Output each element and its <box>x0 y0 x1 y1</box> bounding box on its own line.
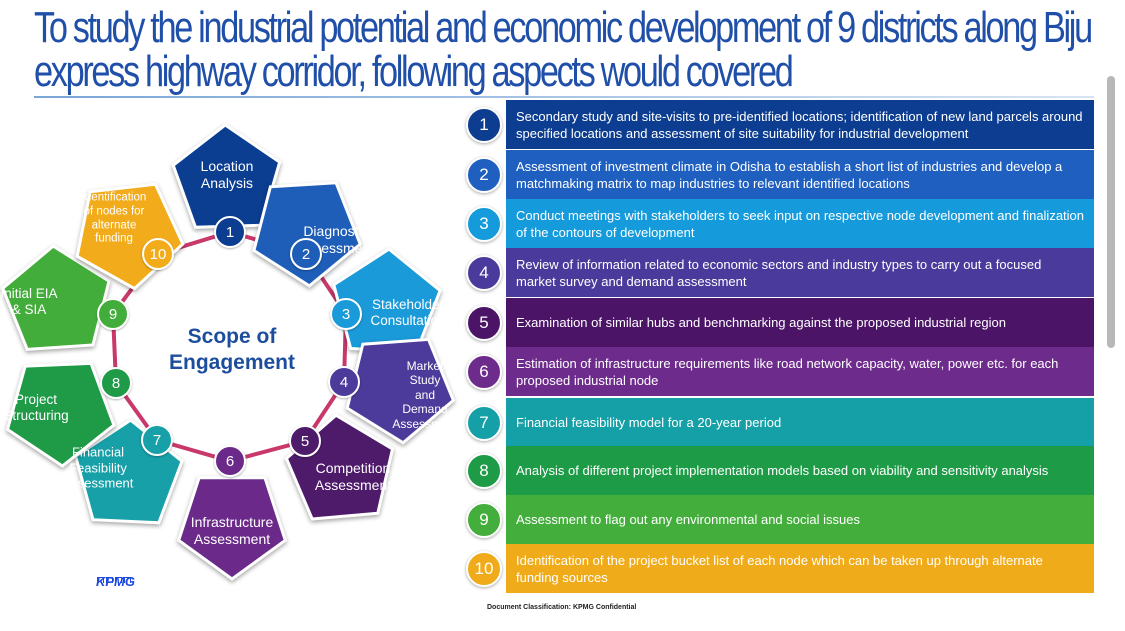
node-8-shape <box>5 361 116 468</box>
node-2-number: 2 <box>290 238 322 270</box>
aspect-number-badge: 9 <box>466 501 502 538</box>
aspect-text: Examination of similar hubs and benchmar… <box>516 315 1006 330</box>
aspect-number-badge: 4 <box>466 254 502 291</box>
node-5-label-line: Assessment <box>314 477 392 493</box>
aspect-number-badge: 8 <box>466 452 502 489</box>
aspect-number-badge: 1 <box>466 106 502 143</box>
aspect-description: Secondary study and site-visits to pre-i… <box>506 100 1094 149</box>
aspect-description: Analysis of different project implementa… <box>506 446 1094 495</box>
node-9-label-line: & SIA <box>11 302 47 317</box>
node-1-label-line: Location <box>200 158 254 175</box>
node-3-label-line: Consultation <box>370 313 446 328</box>
aspect-description: Identification of the project bucket lis… <box>506 544 1094 593</box>
node-6-label-line: Infrastructure <box>190 514 274 531</box>
node-3-number: 3 <box>330 298 362 330</box>
aspect-row: 5 Examination of similar hubs and benchma… <box>464 298 1094 347</box>
aspect-number-badge: 10 <box>466 550 502 587</box>
aspect-number-badge: 6 <box>466 353 502 390</box>
document-classification: Document Classification: KPMG Confidenti… <box>487 604 637 611</box>
node-7-label-line: Feasibility <box>69 460 127 476</box>
aspect-text: Secondary study and site-visits to pre-i… <box>516 108 1083 141</box>
aspect-text: Conduct meetings with stakeholders to se… <box>516 207 1085 240</box>
node-10-number: 10 <box>142 238 174 270</box>
kpmg-logo: KPMG <box>96 574 135 589</box>
aspect-row: 7 Financial feasibility model for a 20-ye… <box>464 398 1094 447</box>
node-5-label-line: Competition <box>315 460 391 477</box>
node-6-shape <box>176 476 288 581</box>
title-divider <box>34 96 1094 98</box>
aspect-text: Identification of the project bucket lis… <box>516 552 1043 585</box>
aspect-row: 10 Identification of the project bucket l… <box>464 544 1094 593</box>
node-7-number: 7 <box>141 424 173 456</box>
aspect-text: Financial feasibility model for a 20-yea… <box>516 415 782 430</box>
vertical-scrollbar[interactable] <box>1107 76 1115 348</box>
center-label-line-1: Scope of <box>187 325 277 348</box>
node-9-label: Initial EIA& SIA <box>0 286 57 318</box>
aspect-text: Assessment to flag out any environmental… <box>516 512 860 527</box>
node-3-label-line: Stakeholder <box>371 296 445 312</box>
node-10-label-line: Identification <box>81 191 147 204</box>
node-7-label-line: Assessment <box>62 475 134 491</box>
aspect-row: 9 Assessment to flag out any environmenta… <box>464 495 1094 544</box>
center-label-line-2: Engagement <box>168 351 296 374</box>
aspect-description: Assessment of investment climate in Odis… <box>506 150 1094 199</box>
kpmg-logo-mark <box>97 570 141 583</box>
aspect-description: Conduct meetings with stakeholders to se… <box>506 199 1094 248</box>
node-1-label-line: Analysis <box>200 175 254 191</box>
aspect-row: 6 Estimation of infrastructure requiremen… <box>464 347 1094 396</box>
aspect-description: Financial feasibility model for a 20-yea… <box>506 398 1094 447</box>
aspect-row: 1 Secondary study and site-visits to pre-… <box>464 100 1094 149</box>
aspect-number-badge: 5 <box>466 304 502 341</box>
aspect-description: Estimation of infrastructure requirement… <box>506 347 1094 396</box>
node-10-label-line: of nodes for <box>83 205 145 218</box>
aspect-number-badge: 3 <box>466 205 502 242</box>
node-4-label-line: Assessment <box>392 416 458 431</box>
node-5-number: 5 <box>289 425 321 457</box>
node-4-label-line: Market Study <box>406 359 444 388</box>
aspect-text: Assessment of investment climate in Odis… <box>516 158 1063 191</box>
node-8-label-line: Project <box>14 391 58 407</box>
aspect-text: Estimation of infrastructure requirement… <box>516 355 1059 388</box>
title-line-2: express highway corridor, following aspe… <box>34 47 794 96</box>
node-10-label-line: alternate <box>91 219 137 231</box>
aspect-description: Examination of similar hubs and benchmar… <box>506 298 1094 347</box>
node-9-label-line: Initial EIA <box>0 285 58 301</box>
node-10-label-line: funding <box>95 232 133 245</box>
node-4-number: 4 <box>328 366 360 398</box>
node-9-number: 9 <box>97 298 129 330</box>
node-2-shape <box>252 181 362 288</box>
node-8-number: 8 <box>100 367 132 399</box>
aspect-text: Analysis of different project implementa… <box>516 463 1049 478</box>
aspect-number-badge: 2 <box>466 156 502 193</box>
aspect-text: Review of information related to economi… <box>516 256 1042 289</box>
aspect-description: Assessment to flag out any environmental… <box>506 495 1094 544</box>
node-1-number: 1 <box>214 216 246 248</box>
node-7-label-line: Financial <box>71 444 125 460</box>
aspect-row: 4 Review of information related to econom… <box>464 248 1094 297</box>
node-4-label-line: and Demand <box>402 387 448 417</box>
aspect-row: 3 Conduct meetings with stakeholders to s… <box>464 199 1094 248</box>
aspect-row: 2 Assessment of investment climate in Odi… <box>464 150 1094 199</box>
title-line-1: To study the industrial potential and ec… <box>34 3 1093 52</box>
aspect-description: Review of information related to economi… <box>506 248 1094 297</box>
node-8-label-line: Structuring <box>3 408 69 423</box>
node-6-number: 6 <box>214 445 246 477</box>
node-6-label-line: Assessment <box>193 531 271 547</box>
aspect-number-badge: 7 <box>466 404 502 441</box>
node-2-label-line: Diagnostic <box>303 223 369 240</box>
center-label: Scope of Engagement <box>169 324 295 376</box>
aspect-row: 8 Analysis of different project implement… <box>464 446 1094 495</box>
page-title: To study the industrial potential and ec… <box>34 3 1093 96</box>
